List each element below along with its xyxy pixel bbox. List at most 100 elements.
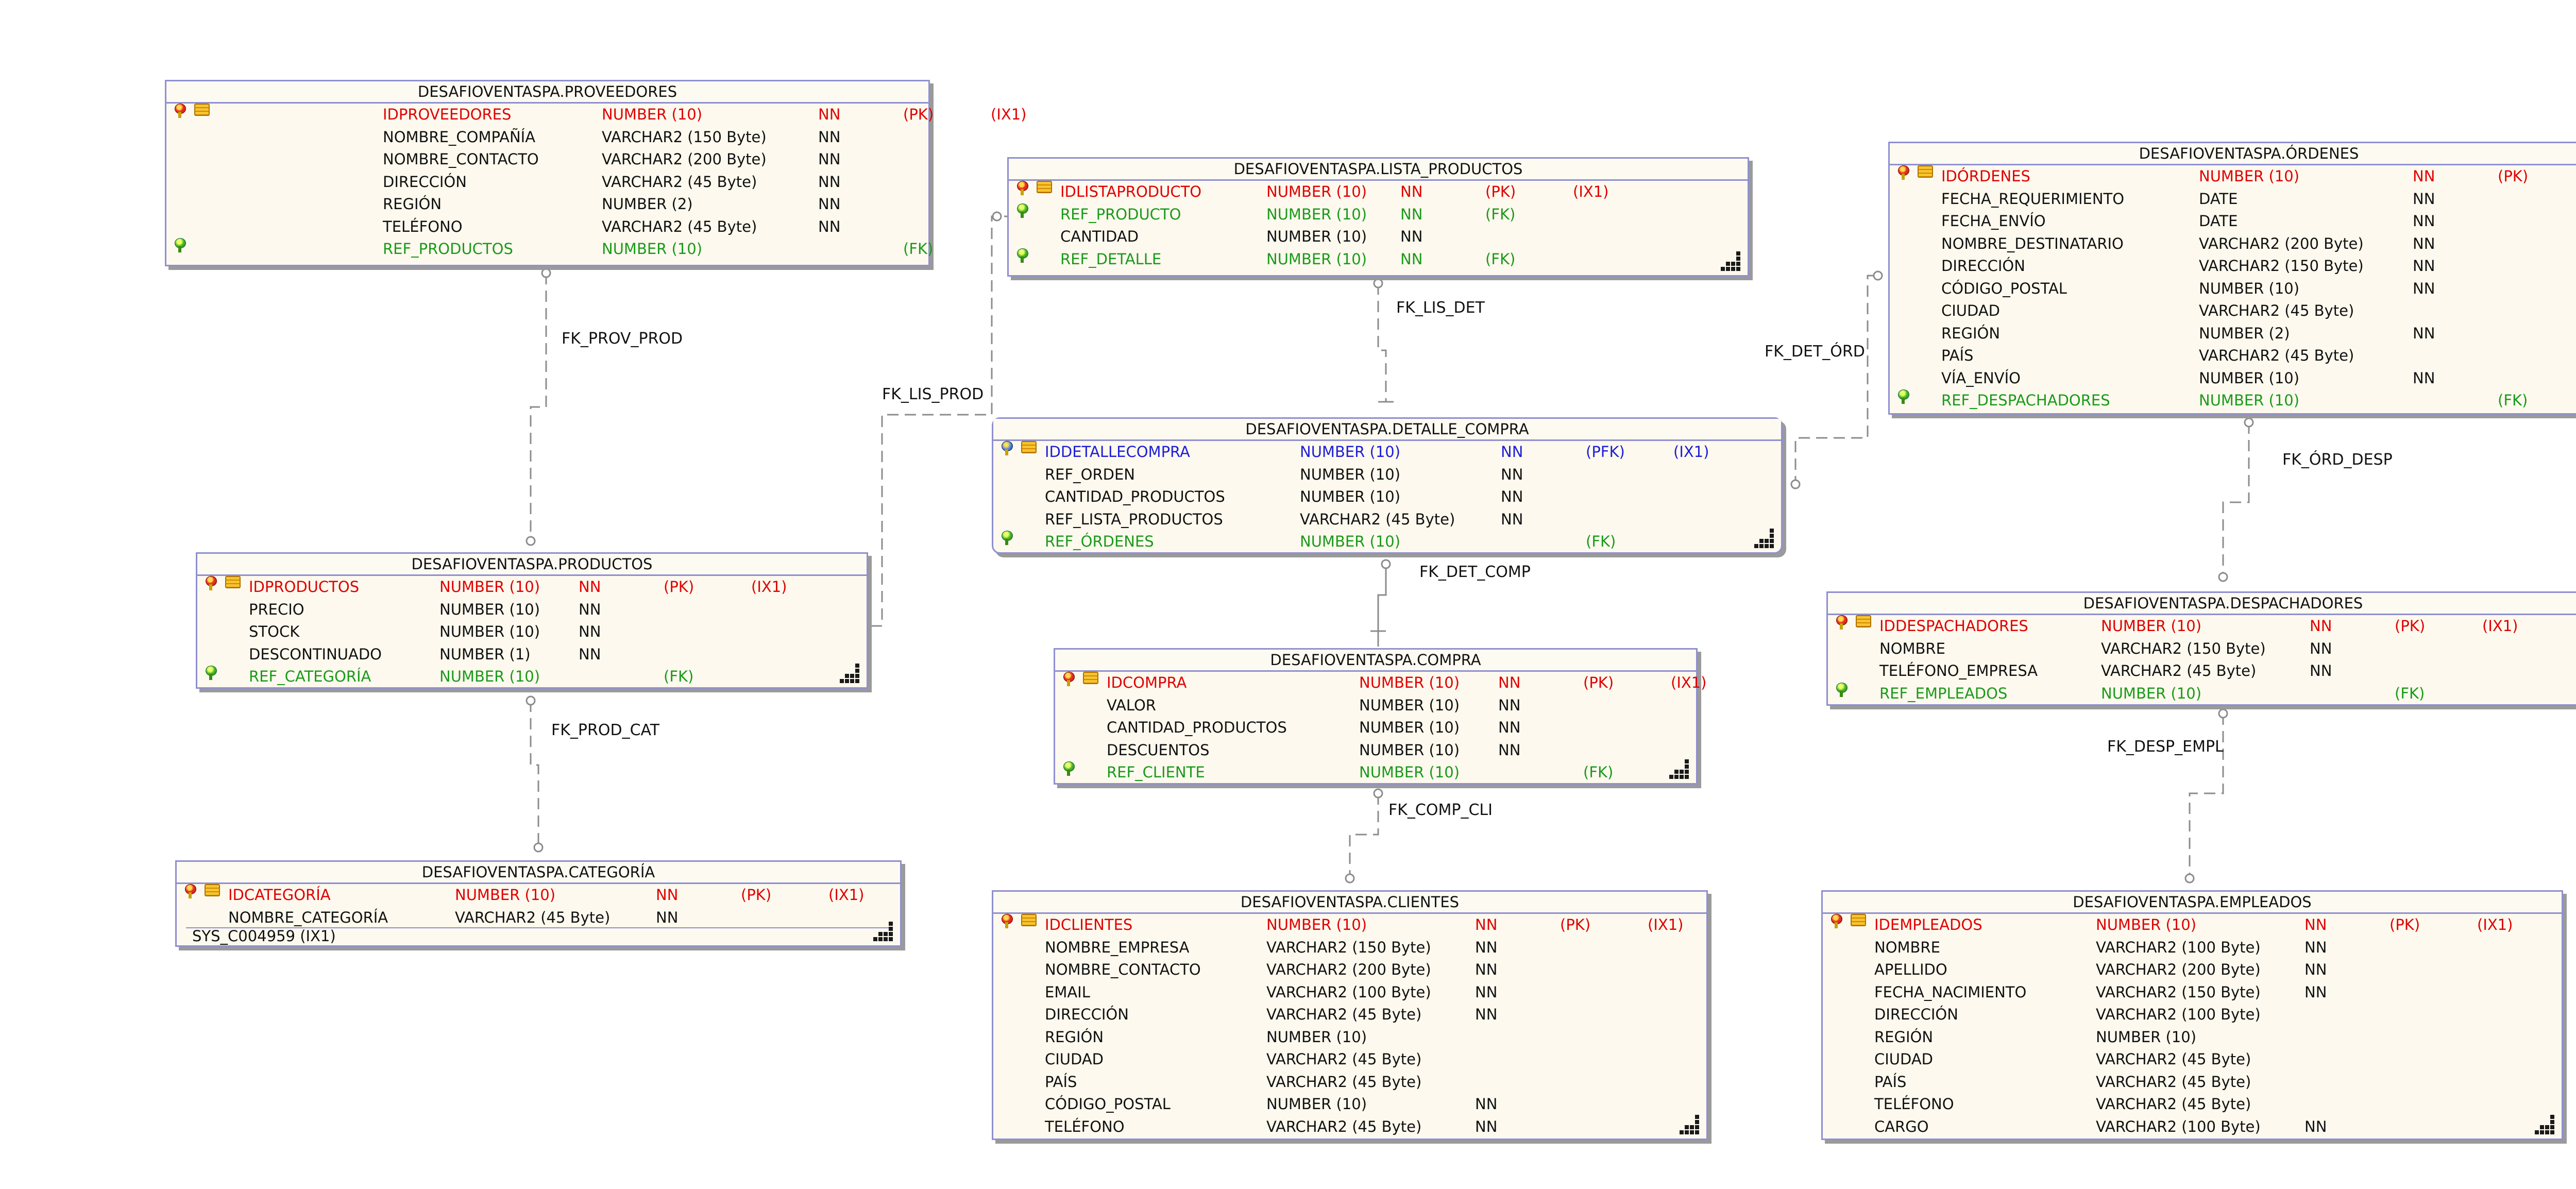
- table-options-icon[interactable]: [1669, 759, 1690, 779]
- table-title: DESAFIOVENTASPA.DESPACHADORES: [1828, 593, 2576, 615]
- column-not-null: NN: [818, 195, 841, 213]
- connector-fk-det-ord[interactable]: [1790, 270, 1883, 489]
- table-options-icon[interactable]: [840, 664, 860, 683]
- connector-fk-lis-det[interactable]: [1373, 278, 1394, 403]
- connector-fk-prod-cat[interactable]: [526, 695, 544, 853]
- label-fk-lis-det: FK_LIS_DET: [1396, 299, 1485, 317]
- table-proveedores[interactable]: DESAFIOVENTASPA.PROVEEDORES IDPROVEEDORE…: [165, 80, 1027, 266]
- connector-fk-desp-empl[interactable]: [2184, 708, 2228, 884]
- table-lista-productos[interactable]: DESAFIOVENTASPA.LISTA_PRODUCTOS IDLISTAP…: [1007, 157, 1749, 277]
- primary-key-icon: [1062, 672, 1075, 686]
- connector-fk-ord-desp[interactable]: [2218, 417, 2254, 582]
- table-despachadores[interactable]: DESAFIOVENTASPA.DESPACHADORES IDDESPACHA…: [1826, 591, 2576, 706]
- table-options-icon[interactable]: [873, 922, 894, 941]
- connector-fk-comp-cli[interactable]: [1345, 788, 1383, 884]
- primary-key-icon: [184, 884, 196, 898]
- table-options-icon[interactable]: [1754, 529, 1775, 548]
- connector-fk-prov-prod[interactable]: [526, 268, 551, 546]
- table-detalle-compra[interactable]: DESAFIOVENTASPA.DETALLE_COMPRA IDDETALLE…: [992, 417, 1783, 554]
- connector-fk-lis-prod[interactable]: [871, 211, 1007, 627]
- connector-fk-det-comp[interactable]: [1370, 559, 1391, 647]
- column-index-flag: (IX1): [1648, 916, 1684, 933]
- column-type: NUMBER (10): [1266, 1028, 1367, 1046]
- column-type: VARCHAR2 (100 Byte): [2096, 1117, 2261, 1135]
- column-type: VARCHAR2 (45 Byte): [602, 217, 757, 235]
- table-options-icon[interactable]: [2535, 1115, 2555, 1134]
- table-options-icon[interactable]: [1680, 1115, 1700, 1134]
- column-key-flag: (FK): [903, 240, 934, 258]
- table-options-icon[interactable]: [1721, 251, 1741, 271]
- index-icon: [194, 104, 210, 116]
